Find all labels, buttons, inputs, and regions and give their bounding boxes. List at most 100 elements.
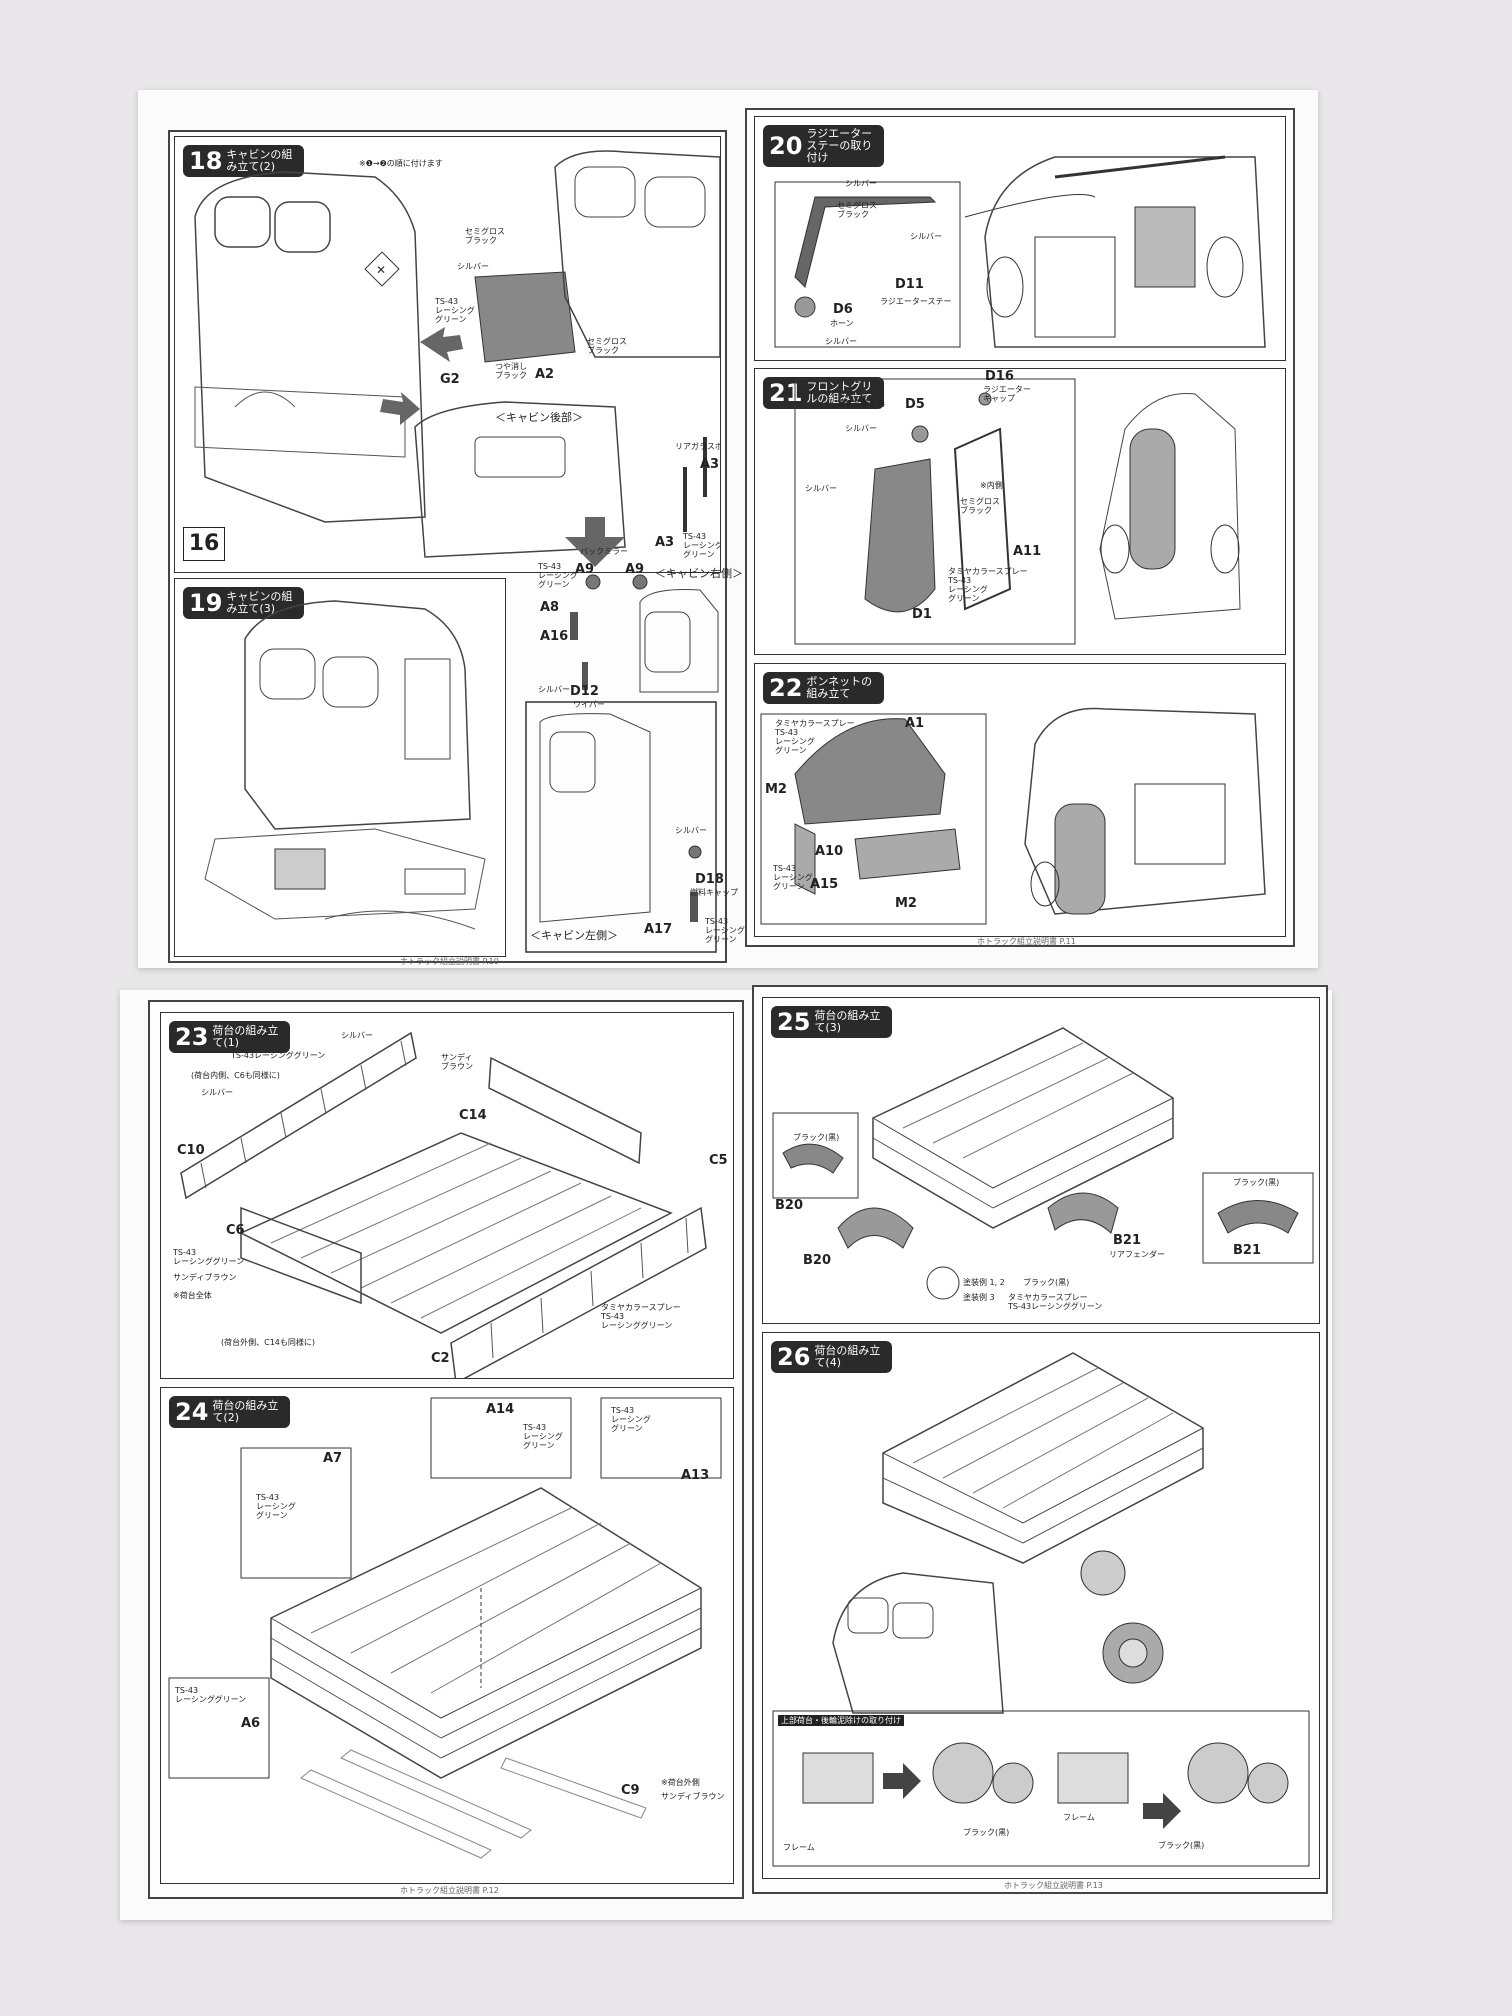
step-22-badge: 22 ボンネットの組み立て (763, 672, 885, 704)
part-m2-2: M2 (895, 896, 917, 911)
label-paint-3: 塗装例 3 (963, 1293, 995, 1302)
part-d12: D12 (570, 684, 599, 699)
part-b21-2: B21 (1233, 1243, 1261, 1258)
page-p13: 25 荷台の組み立て(3) ブラック(黒) B20 B20 B21 リアフェンダ… (752, 985, 1328, 1894)
rear-fender-drawing (772, 1027, 1314, 1300)
label-electric-horn: 電気式警笛器 (837, 399, 885, 408)
label-black-5: ブラック(黒) (1158, 1841, 1205, 1850)
step-18-note: ※❶→❷の順に付けます (359, 159, 443, 168)
label-silver-3: シルバー (675, 826, 707, 835)
step-24-title: 荷台の組み立て(2) (212, 1399, 279, 1424)
part-b21-1: B21 (1113, 1233, 1141, 1248)
step-21-title: フロントグリルの組み立て (806, 380, 873, 405)
footer-p10: ホトラック組立説明書 P.10 (400, 957, 499, 966)
part-a10: A10 (815, 844, 844, 859)
label-fuel-cap: 燃料キャップ (690, 888, 738, 897)
cab-chassis-drawing (204, 600, 486, 930)
cargo-bed-step24-drawing (168, 1397, 722, 1859)
step-26-panel: 26 荷台の組み立て(4) 上部荷台・後輪泥除けの取り付け フレーム (762, 1332, 1320, 1879)
part-a9-1: A9 (575, 562, 595, 577)
part-a17: A17 (644, 922, 673, 937)
part-m2-1: M2 (765, 782, 787, 797)
page-p12: 23 荷台の組み立て(1) シルバー TS-43レーシンググリーン (荷台内側、… (148, 1000, 744, 1899)
step-23-title: 荷台の組み立て(1) (212, 1024, 279, 1049)
label-silver-4: シルバー (845, 179, 877, 188)
step-25-title: 荷台の組み立て(3) (814, 1009, 881, 1034)
part-a9-2: A9 (625, 562, 645, 577)
step-18-panel: 18 キャビンの組み立て(2) ※❶→❷の順に付けます (174, 136, 721, 573)
label-paint-1-2: 塗装例 1, 2 (963, 1278, 1005, 1287)
svg-text:✕: ✕ (376, 263, 386, 277)
part-a1: A1 (905, 716, 925, 731)
step-19-number: 19 (189, 589, 223, 617)
label-semigloss-black-3: セミグロスブラック (837, 201, 877, 219)
page-p11: 20 ラジエーターステーの取り付け シルバー セミグロスブラック シルバー D1… (745, 108, 1295, 947)
label-inner-c6: (荷台内側、C6も同様に) (191, 1071, 280, 1080)
label-black-2: ブラック(黒) (1233, 1178, 1280, 1187)
step-16-reference-box: 16 (183, 527, 225, 561)
step-26-badge: 26 荷台の組み立て(4) (771, 1341, 893, 1373)
part-a11: A11 (1013, 544, 1042, 559)
step-22-title: ボンネットの組み立て (806, 675, 873, 700)
step-20-number: 20 (769, 132, 803, 160)
footer-p11: ホトラック組立説明書 P.11 (977, 937, 1076, 946)
label-silver-6: シルバー (825, 337, 857, 346)
step-23-panel: 23 荷台の組み立て(1) シルバー TS-43レーシンググリーン (荷台内側、… (160, 1012, 734, 1379)
label-black-4: ブラック(黒) (963, 1828, 1010, 1837)
step-23-number: 23 (175, 1023, 209, 1051)
part-d18: D18 (695, 872, 724, 887)
part-d6: D6 (833, 302, 853, 317)
footer-p12: ホトラック組立説明書 P.12 (400, 1886, 499, 1895)
truck-assembly-drawing (772, 1352, 1310, 1867)
label-frame-2: フレーム (1063, 1813, 1095, 1822)
cargo-bed-step23-drawing (180, 1031, 707, 1378)
part-c6: C6 (226, 1223, 245, 1238)
label-silver-2: シルバー (538, 685, 570, 694)
part-c10: C10 (177, 1143, 205, 1158)
label-horn: ホーン (830, 319, 854, 328)
label-rear-glass-board: リアガラスボード (675, 442, 720, 451)
step-23-badge: 23 荷台の組み立て(1) (169, 1021, 291, 1053)
label-inner: ※内側 (980, 481, 1003, 490)
step-19-badge: 19 キャビンの組み立て(3) (183, 587, 305, 619)
page-p10: 18 キャビンの組み立て(2) ※❶→❷の順に付けます (168, 130, 745, 966)
label-silver-8: シルバー (805, 484, 837, 493)
part-a13: A13 (681, 1468, 710, 1483)
label-black-3: ブラック(黒) (1023, 1278, 1070, 1287)
part-a6: A6 (241, 1716, 261, 1731)
label-silver-1: シルバー (457, 262, 489, 271)
label-outer-c14: (荷台外側、C14も同様に) (221, 1338, 316, 1347)
part-a16: A16 (540, 629, 569, 644)
label-cabin-left: ＜キャビン左側＞ (530, 929, 618, 942)
step-21-number: 21 (769, 379, 803, 407)
step-18-number: 18 (189, 147, 223, 175)
step-24-number: 24 (175, 1398, 209, 1426)
part-a15: A15 (810, 877, 839, 892)
cab-assembly-drawing: ✕ (194, 150, 720, 567)
label-bed-whole: ※荷台全体 (173, 1291, 212, 1300)
part-d11: D11 (895, 277, 924, 292)
label-black-1: ブラック(黒) (793, 1133, 840, 1142)
part-g2: G2 (440, 372, 460, 387)
part-b20-2: B20 (803, 1253, 831, 1268)
step-25-badge: 25 荷台の組み立て(3) (771, 1006, 893, 1038)
label-mudflap-title: 上部荷台・後輪泥除けの取り付け (778, 1715, 904, 1726)
label-matte-black: つや消しブラック (495, 362, 527, 380)
step-24-badge: 24 荷台の組み立て(2) (169, 1396, 291, 1428)
part-a7: A7 (323, 1451, 343, 1466)
label-sandy-brown-3: サンディブラウン (661, 1792, 725, 1801)
cabin-side-details-drawing (525, 574, 719, 953)
part-a2: A2 (535, 367, 555, 382)
